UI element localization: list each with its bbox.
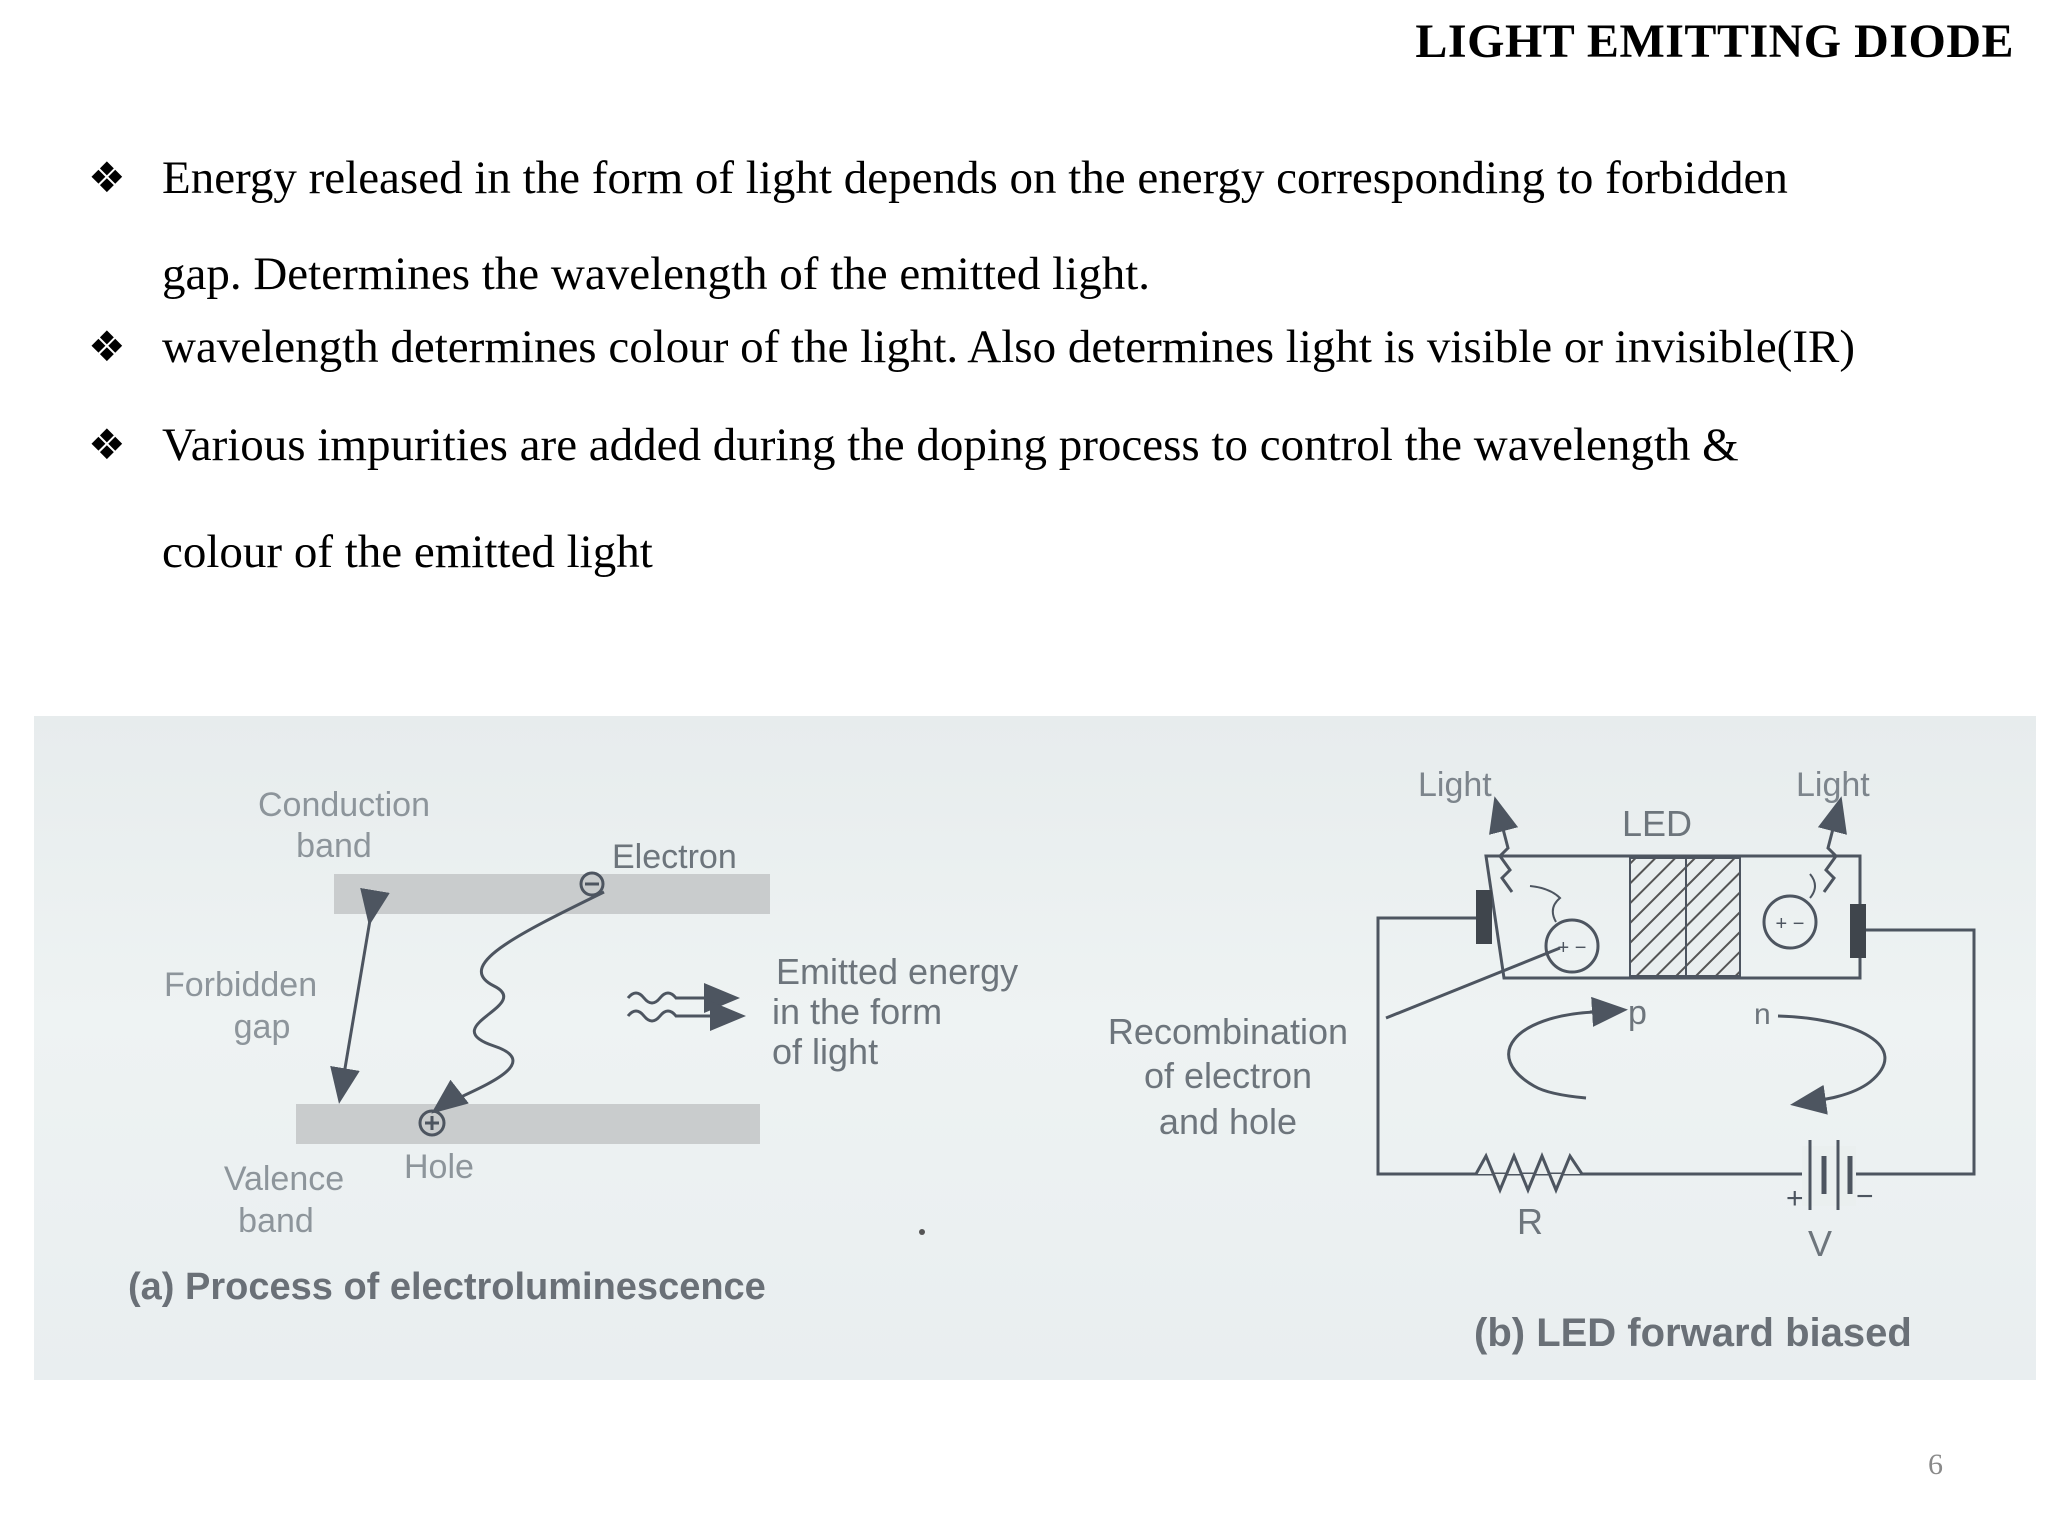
valence-band xyxy=(296,1104,760,1144)
recombination-label: and hole xyxy=(1159,1101,1297,1142)
electron-transition-path xyxy=(431,890,605,1114)
circuit-wire xyxy=(1854,928,1976,1176)
electron-label: Electron xyxy=(612,838,737,876)
svg-text:+ −: + − xyxy=(1776,913,1805,935)
recombination-label: Recombination xyxy=(1108,1011,1348,1052)
emission-wave-icon xyxy=(626,983,740,1013)
bullet-text-line1: Various impurities are added during the … xyxy=(162,419,1739,472)
emitted-energy-label: in the form xyxy=(772,991,942,1032)
forbidden-gap-label: Forbidden xyxy=(164,966,317,1004)
led-figure: Conduction band Electron Forbidden gap E… xyxy=(34,716,2036,1380)
bullet-diamond-icon: ❖ xyxy=(88,420,126,470)
conduction-band-label: band xyxy=(296,827,372,865)
light-emission-arrow-icon xyxy=(1489,796,1519,893)
led-label: LED xyxy=(1622,803,1692,844)
emitted-energy-label: Emitted energy xyxy=(776,951,1018,992)
light-label-left: Light xyxy=(1418,766,1492,804)
emitted-energy-label: of light xyxy=(772,1031,878,1072)
bullet-text-line2: gap. Determines the wavelength of the em… xyxy=(162,248,1151,301)
led-forward-bias-diagram: Light Light LED + − + − R xyxy=(1108,766,1976,1355)
left-electrode xyxy=(1476,890,1492,944)
electron-icon xyxy=(579,871,605,897)
current-arrow-right xyxy=(1777,1014,1887,1115)
forbidden-gap-label: gap xyxy=(234,1008,291,1046)
valence-band-label: Valence xyxy=(224,1160,344,1198)
bullet-text-line1: wavelength determines colour of the ligh… xyxy=(162,320,1855,373)
recombination-pair-icon xyxy=(1762,894,1818,950)
voltage-label: V xyxy=(1808,1223,1832,1264)
slide-title: LIGHT EMITTING DIODE xyxy=(1415,15,2014,68)
resistor-label: R xyxy=(1517,1201,1543,1242)
bullet-item: ❖ Energy released in the form of light d… xyxy=(88,150,2018,303)
recombination-pointer xyxy=(1385,946,1561,1020)
bullet-diamond-icon: ❖ xyxy=(88,321,126,371)
led-body xyxy=(1484,854,1862,980)
battery-minus: − xyxy=(1856,1180,1874,1213)
caption-b: (b) LED forward biased xyxy=(1474,1311,1912,1355)
recombination-label: of electron xyxy=(1144,1055,1312,1096)
page-number: 6 xyxy=(1928,1448,1943,1481)
n-region-label: n xyxy=(1754,998,1771,1031)
p-region-label: p xyxy=(1628,994,1647,1032)
bullet-item: ❖ Various impurities are added during th… xyxy=(88,417,2018,580)
svg-text:+ −: + − xyxy=(1558,937,1587,959)
bullet-text-line2: colour of the emitted light xyxy=(162,525,653,578)
circuit-wire xyxy=(1376,916,1804,1176)
resistor-icon xyxy=(1474,1152,1584,1194)
current-arrow-left xyxy=(1507,1010,1595,1100)
bullet-list: ❖ Energy released in the form of light d… xyxy=(88,150,2018,580)
caption-a: (a) Process of electroluminescence xyxy=(128,1266,766,1308)
electroluminescence-diagram: Conduction band Electron Forbidden gap E… xyxy=(128,786,1018,1308)
recombination-pair-icon xyxy=(1544,918,1600,974)
light-label-right: Light xyxy=(1796,766,1870,804)
light-emission-arrow-icon xyxy=(1817,796,1847,893)
forbidden-gap-arrow xyxy=(330,887,390,1104)
bullet-item: ❖ wavelength determines colour of the li… xyxy=(88,319,2018,375)
conduction-band-label: Conduction xyxy=(258,786,430,824)
bullet-text-line1: Energy released in the form of light dep… xyxy=(162,152,1788,204)
emission-wave-icon xyxy=(626,1001,746,1031)
right-electrode xyxy=(1850,904,1866,958)
hole-label: Hole xyxy=(404,1148,474,1186)
conduction-band xyxy=(334,874,770,914)
bullet-diamond-icon: ❖ xyxy=(88,153,126,202)
valence-band-label: band xyxy=(238,1202,314,1240)
led-diagram-svg: Conduction band Electron Forbidden gap E… xyxy=(128,766,1976,1355)
battery-plus: + xyxy=(1786,1182,1804,1215)
